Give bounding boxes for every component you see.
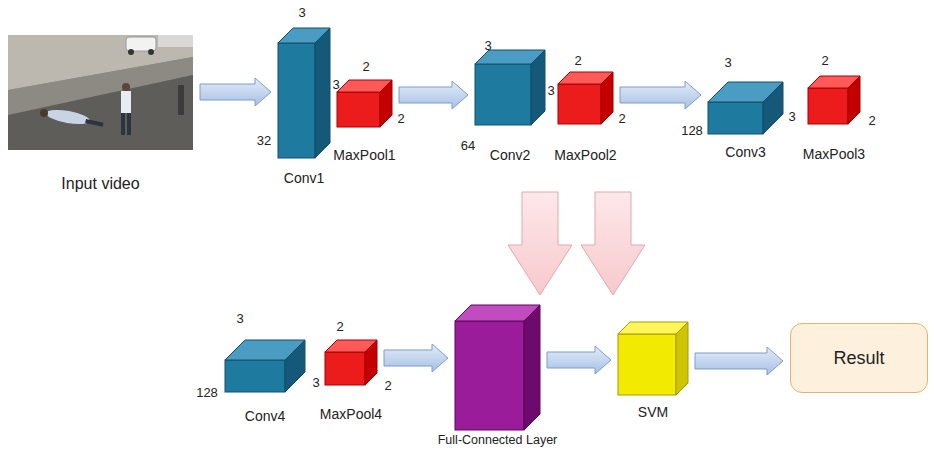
- dimension-number: 3: [788, 109, 795, 124]
- dimension-number: 32: [257, 133, 271, 148]
- down-arrow: [581, 192, 645, 295]
- layer-block: Conv3: [708, 82, 783, 134]
- dimension-number: 64: [461, 138, 475, 153]
- dimension-number: 128: [196, 385, 218, 400]
- layer-caption: MaxPool1: [307, 147, 422, 164]
- dimension-number: 2: [397, 111, 404, 126]
- layer-block: Full-Connected Layer: [455, 305, 540, 430]
- layer-caption: MaxPool2: [528, 147, 643, 164]
- layer-caption: SVM: [598, 404, 708, 421]
- cuboid-symbol: [558, 72, 613, 124]
- result-box: Result: [790, 323, 928, 393]
- cuboid-symbol: [455, 305, 540, 430]
- dimension-number: 3: [332, 77, 339, 92]
- layer-block: MaxPool1: [337, 80, 392, 127]
- layer-caption: Input video: [0, 174, 213, 193]
- dimension-number: 3: [484, 38, 491, 53]
- dimension-number: 2: [868, 113, 875, 128]
- down-arrow: [508, 192, 572, 295]
- layer-block: Conv2: [475, 50, 545, 125]
- flow-arrow: [384, 344, 448, 372]
- layer-block: MaxPool3: [808, 76, 860, 124]
- layer-block: Conv1: [278, 28, 330, 158]
- cuboid-symbol: [225, 340, 305, 392]
- dimension-number: 2: [362, 59, 369, 74]
- dimension-number: 128: [681, 123, 703, 138]
- layer-caption: Conv1: [248, 170, 360, 187]
- dimension-number: 2: [336, 319, 343, 334]
- input-frame: Input video: [8, 35, 193, 150]
- flow-arrow: [200, 78, 271, 106]
- cuboid-symbol: [475, 50, 545, 125]
- dimension-number: 2: [618, 111, 625, 126]
- dimension-number: 2: [821, 53, 828, 68]
- layer-caption: MaxPool4: [295, 406, 407, 423]
- flow-arrow: [399, 81, 468, 109]
- dimension-number: 2: [574, 53, 581, 68]
- dimension-number: 3: [547, 83, 554, 98]
- cuboid-symbol: [325, 340, 377, 385]
- cuboid-symbol: [337, 80, 392, 127]
- layer-caption: Full-Connected Layer: [430, 433, 565, 448]
- layer-block: MaxPool4: [325, 340, 377, 385]
- dimension-number: 3: [312, 375, 319, 390]
- flow-arrow: [695, 347, 783, 375]
- cuboid-symbol: [278, 28, 330, 158]
- flow-arrow: [547, 346, 611, 374]
- layer-caption: Conv4: [205, 408, 325, 425]
- node-label: Result: [833, 348, 884, 369]
- dimension-number: 2: [384, 378, 391, 393]
- layer-block: MaxPool2: [558, 72, 613, 124]
- cuboid-symbol: [808, 76, 860, 124]
- layer-block: Conv4: [225, 340, 305, 392]
- dimension-number: 3: [298, 5, 305, 20]
- dimension-number: 3: [236, 311, 243, 326]
- layer-caption: Conv3: [688, 144, 803, 161]
- cuboid-symbol: [618, 322, 688, 395]
- flow-arrow: [620, 81, 701, 109]
- layer-block: SVM: [618, 322, 688, 395]
- layer-caption: MaxPool3: [778, 146, 890, 163]
- dimension-number: 3: [724, 55, 731, 70]
- video-frame: [8, 35, 193, 150]
- cuboid-symbol: [708, 82, 783, 134]
